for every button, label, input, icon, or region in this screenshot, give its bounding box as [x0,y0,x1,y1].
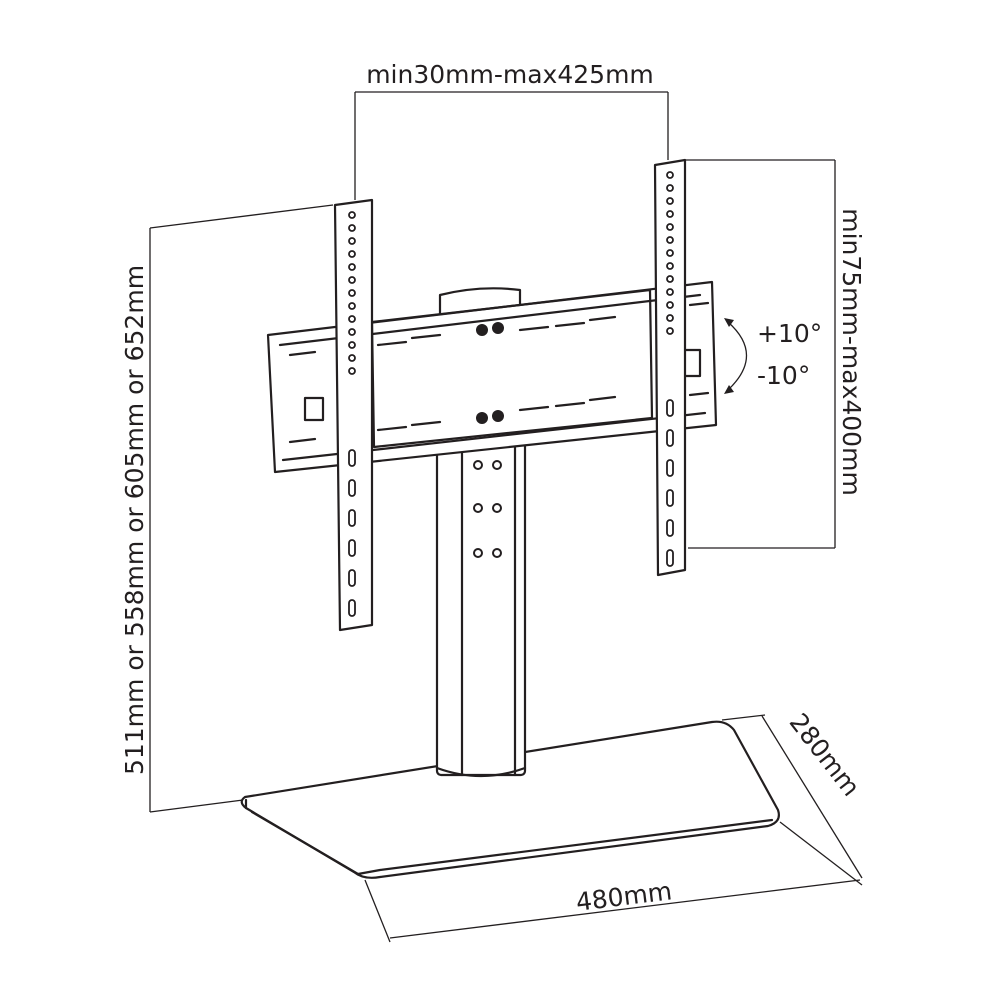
base-depth-label: 280mm [784,708,866,802]
right-arm [653,158,687,577]
left-arm [333,198,374,632]
base-depth-dimension [721,714,863,879]
vesa-width-label: min30mm-max425mm [366,60,654,89]
vesa-height-dimension [685,159,836,549]
tilt-down-label: -10° [757,361,810,390]
height-dimension [149,204,334,813]
base-width-dimension [364,821,863,943]
base-plate [240,720,780,879]
height-label: 511mm or 558mm or 605mm or 652mm [120,265,149,775]
base-width-label: 480mm [574,876,673,917]
vesa-height-label: min75mm-max400mm [837,208,866,496]
vesa-width-dimension [354,91,669,200]
tilt-up-label: +10° [757,319,822,348]
tilt-arrow-icon [724,318,748,394]
pole [435,287,527,778]
